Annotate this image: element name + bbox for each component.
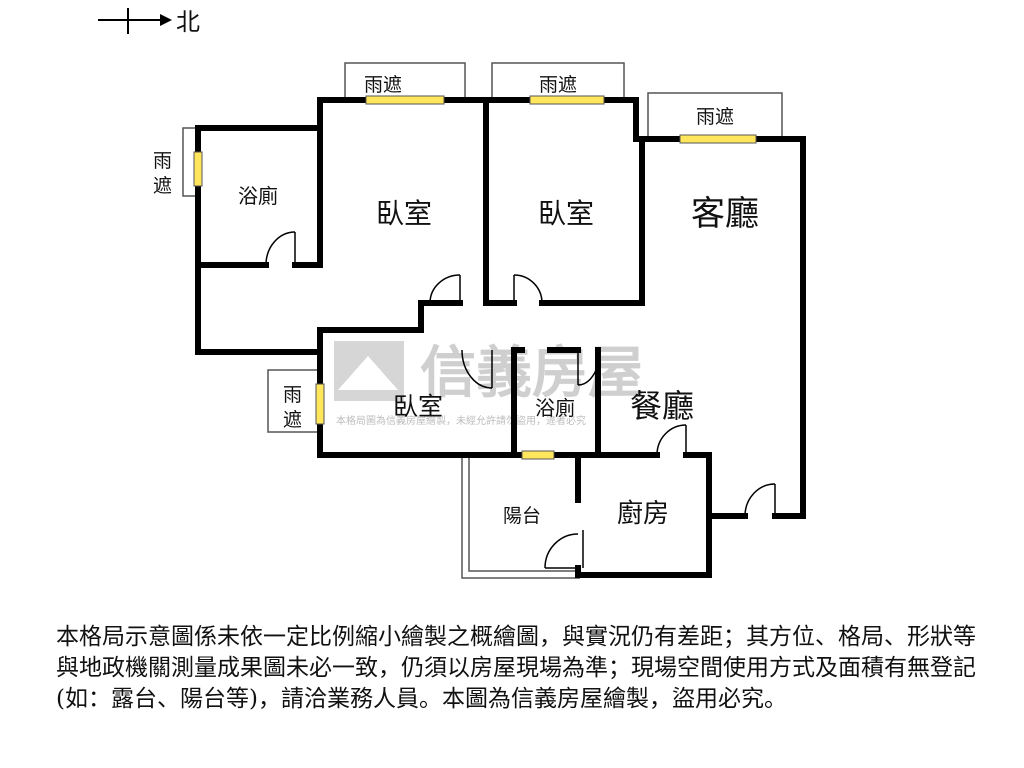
canopy-label-2: 雨遮 xyxy=(539,74,577,96)
room-label-bathroom-middle: 浴廁 xyxy=(535,396,575,420)
disclaimer-text: 本格局示意圖係未依一定比例縮小繪製之概繪圖，與實況仍有差距；其方位、格局、形狀等… xyxy=(56,624,976,712)
watermark-brand: 信義房屋 xyxy=(420,341,644,406)
compass-direction-label: 北 xyxy=(176,8,200,36)
watermark-notice: 本格局圖為信義房屋繪製，未經允許請勿盜用，違者必究 xyxy=(336,414,586,427)
room-label-living-room: 客廳 xyxy=(691,194,759,234)
floor-plan: 北 信義房屋 本格局圖為信義房屋繪製，未經允許請勿盜用，違者必究 xyxy=(98,8,806,579)
room-label-kitchen: 廚房 xyxy=(617,499,669,529)
canopy-label-1: 雨遮 xyxy=(364,74,402,96)
room-label-balcony: 陽台 xyxy=(503,505,541,527)
canopy-label-5-bottom: 遮 xyxy=(283,409,302,431)
doors xyxy=(265,231,776,569)
room-label-bathroom-west: 浴廁 xyxy=(238,184,278,208)
watermark: 信義房屋 本格局圖為信義房屋繪製，未經允許請勿盜用，違者必究 xyxy=(334,341,644,427)
room-label-bedroom-3: 臥室 xyxy=(393,392,443,421)
room-label-dining-room: 餐廳 xyxy=(630,387,694,425)
canopy-label-4-bottom: 遮 xyxy=(153,175,172,197)
walls xyxy=(195,97,806,578)
windows xyxy=(193,95,757,460)
canopy-label-3: 雨遮 xyxy=(696,106,734,128)
room-label-bedroom-1: 臥室 xyxy=(376,197,432,230)
room-label-bedroom-2: 臥室 xyxy=(538,197,594,230)
canopy-label-4-top: 雨 xyxy=(153,150,172,172)
canopy-label-5-top: 雨 xyxy=(283,384,302,406)
north-arrow-icon xyxy=(98,8,172,34)
